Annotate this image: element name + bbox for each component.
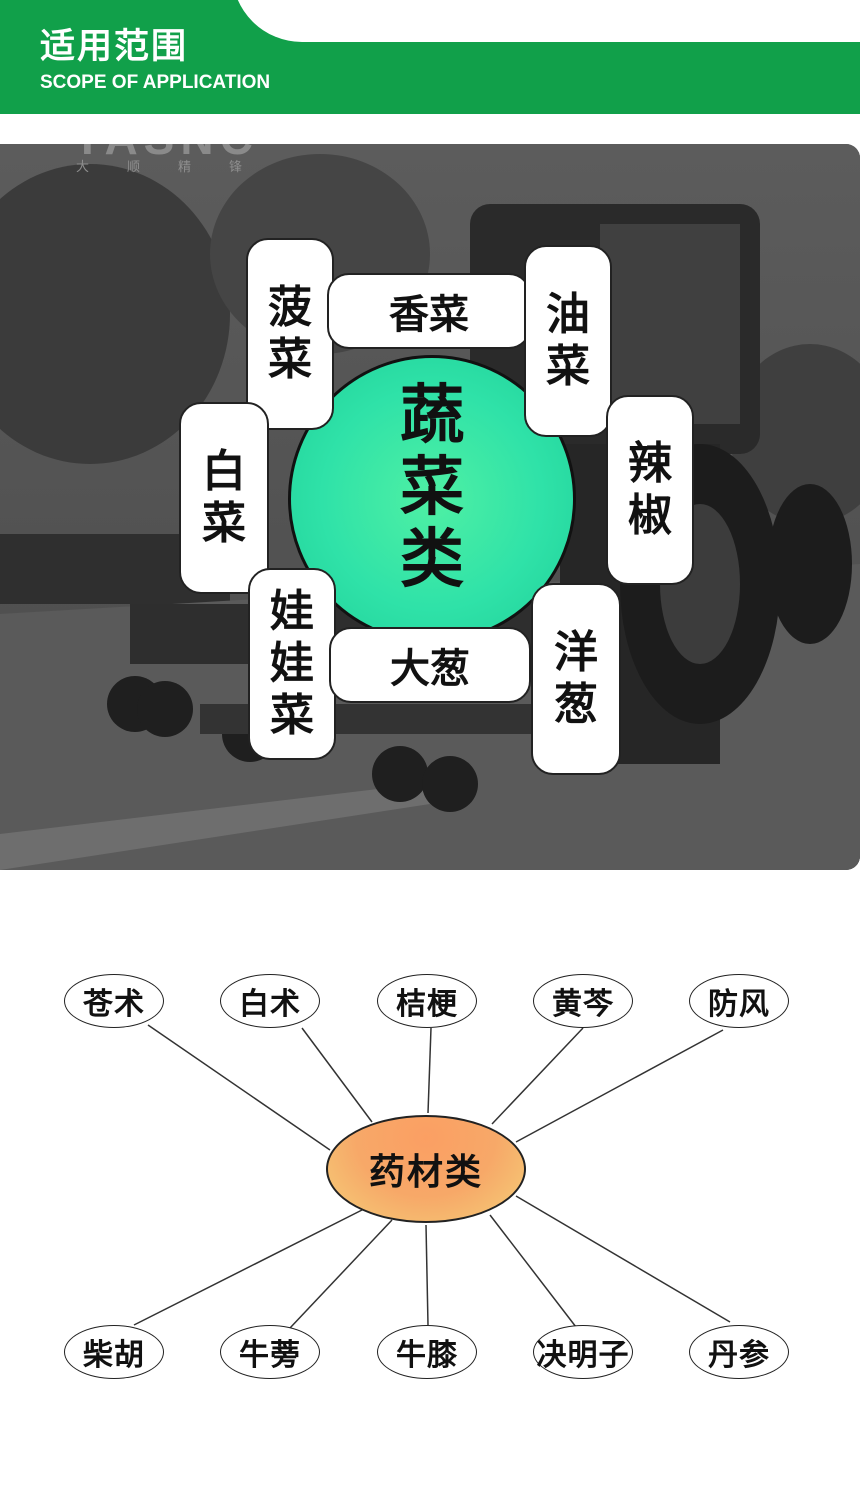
brand-logo: YASNC bbox=[72, 144, 259, 164]
herb-item: 防风 bbox=[689, 974, 789, 1028]
veg-item-chili: 辣椒 bbox=[606, 395, 694, 585]
herb-item: 白术 bbox=[220, 974, 320, 1028]
herb-item: 黄芩 bbox=[533, 974, 633, 1028]
vegetables-center-label: 蔬菜类 bbox=[400, 379, 464, 597]
herb-item: 牛膝 bbox=[377, 1325, 477, 1379]
herb-item: 柴胡 bbox=[64, 1325, 164, 1379]
section-title: 适用范围 bbox=[40, 27, 189, 67]
connector-line bbox=[491, 1027, 584, 1125]
herb-item: 苍术 bbox=[64, 974, 164, 1028]
section-header: 适用范围 SCOPE OF APPLICATION bbox=[0, 0, 860, 114]
veg-item-scallion: 大葱 bbox=[329, 627, 531, 703]
herb-item: 桔梗 bbox=[377, 974, 477, 1028]
veg-item-onion: 洋葱 bbox=[531, 583, 621, 775]
connector-line bbox=[427, 1027, 432, 1114]
connector-line bbox=[289, 1219, 393, 1329]
connector-line bbox=[515, 1029, 724, 1143]
section-subtitle: SCOPE OF APPLICATION bbox=[40, 72, 271, 93]
herb-item: 牛蒡 bbox=[220, 1325, 320, 1379]
header-notch bbox=[232, 0, 860, 42]
brand-chinese: 大顺精锋 bbox=[76, 160, 281, 175]
herb-item: 决明子 bbox=[533, 1325, 633, 1379]
connector-line bbox=[489, 1214, 577, 1328]
veg-item-cabbage: 白菜 bbox=[179, 402, 269, 594]
veg-item-coriander: 香菜 bbox=[327, 273, 531, 349]
herbs-center-node: 药材类 bbox=[326, 1115, 526, 1223]
connector-line bbox=[425, 1224, 429, 1326]
connector-line bbox=[147, 1024, 331, 1151]
connector-line bbox=[515, 1195, 731, 1323]
herb-item: 丹参 bbox=[689, 1325, 789, 1379]
photo-illustration bbox=[0, 144, 860, 870]
tractor-photo: YASNC 大顺精锋 bbox=[0, 144, 860, 870]
veg-item-rapeseed: 油菜 bbox=[524, 245, 612, 437]
connector-line bbox=[133, 1209, 363, 1326]
connector-line bbox=[301, 1027, 373, 1123]
